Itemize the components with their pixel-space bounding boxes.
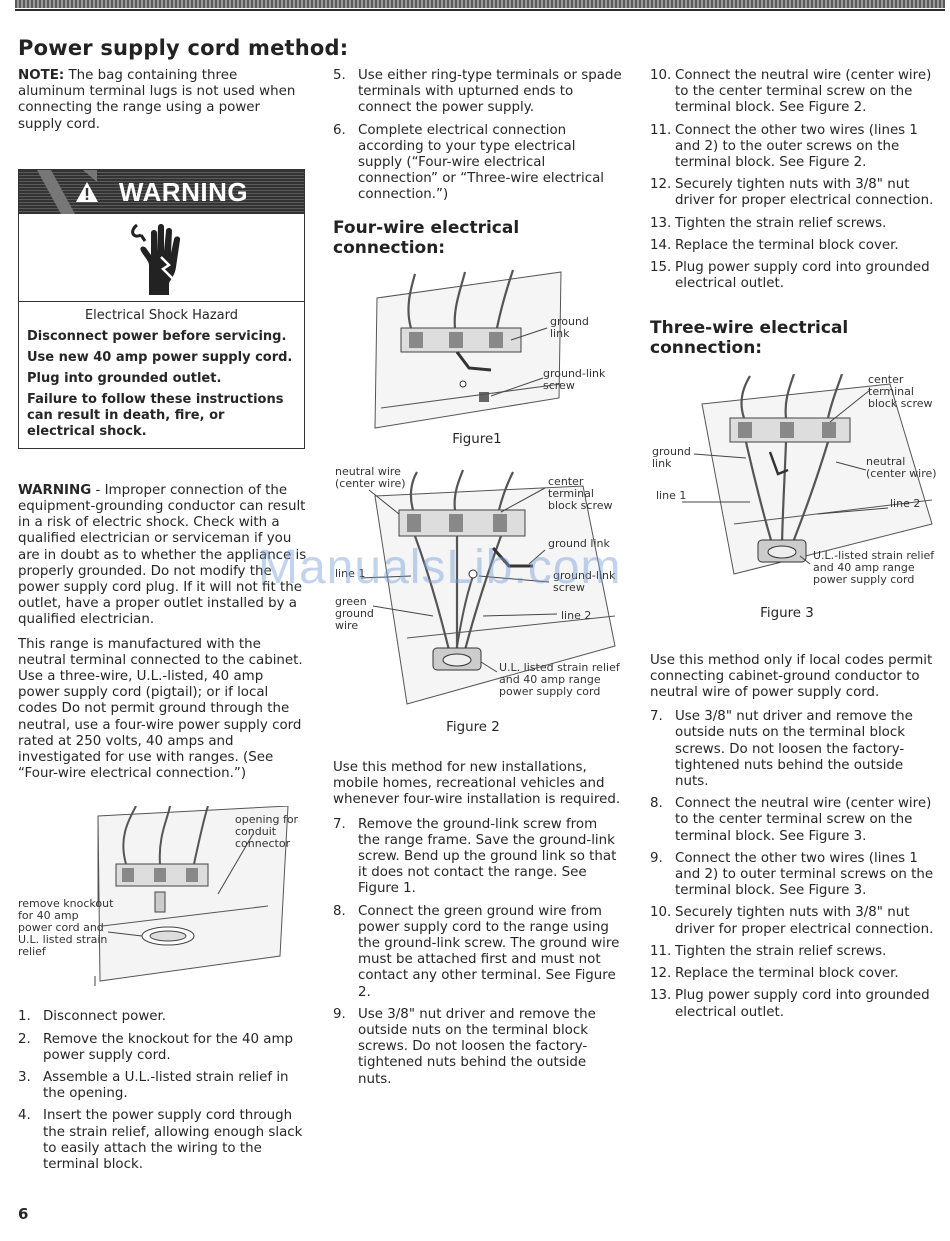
step-item: 11.Tighten the strain relief screws. (650, 943, 887, 959)
shock-hazard-icon (19, 214, 304, 302)
warning-stripe-icon (37, 169, 97, 214)
steps-list-2b: 7.Remove the ground-link screw from the … (333, 817, 623, 1088)
figure-2: neutral wire (center wire) center termin… (333, 464, 623, 718)
step-item: 12.Replace the terminal block cover. (650, 966, 899, 982)
step-item: 4.Insert the power supply cord through t… (18, 1108, 303, 1173)
green-ground-wire-label: green ground wire (335, 594, 374, 632)
hazard-title: Electrical Shock Hazard (84, 307, 239, 323)
warning-line: Use new 40 amp power supply cord. (27, 349, 293, 365)
step-item: 10.Connect the neutral wire (center wire… (650, 68, 932, 116)
strain-relief-label: U.L.-listed strain relief and 40 amp ran… (813, 549, 935, 587)
figure-3-diagram (682, 374, 933, 576)
figure-1: ground link ground-link screw (371, 268, 623, 438)
four-wire-paragraph: Use this method for new installations, m… (333, 760, 621, 808)
ground-link-screw-label: ground-link screw (543, 366, 606, 392)
figure-3: center terminal block screw ground link … (650, 374, 940, 604)
step-item: 9.Use 3/8" nut driver and remove the out… (333, 1006, 596, 1087)
knockout-figure: opening for conduit connector remove kno… (18, 806, 308, 991)
warning-title: WARNING (118, 176, 249, 207)
four-wire-heading: Four-wire electrical connection: (333, 217, 520, 258)
warning-paragraph: WARNING - Improper connection of the equ… (18, 482, 307, 628)
knockout-diagram (94, 806, 289, 987)
warning-line: Failure to follow these instructions can… (27, 391, 284, 439)
three-wire-paragraph: Use this method only if local codes perm… (650, 652, 933, 701)
step-item: 9.Connect the other two wires (lines 1 a… (650, 850, 934, 899)
range-info-paragraph: This range is manufactured with the neut… (18, 636, 303, 782)
warning-line: Plug into grounded outlet. (27, 370, 222, 386)
page-number: 6 (18, 1205, 29, 1223)
warning-body: Electrical Shock Hazard Disconnect power… (19, 302, 304, 448)
step-item: 2.Remove the knockout for the 40 amp pow… (18, 1031, 294, 1063)
line-2-label: line 2 (561, 608, 592, 622)
line-2-label: line 2 (890, 497, 921, 511)
knockout-label: remove knockout for 40 amp power cord an… (18, 897, 114, 959)
warning-header: WARNING (19, 169, 304, 214)
note-paragraph: NOTE: The bag containing three aluminum … (18, 68, 296, 132)
warning-triangle-icon (75, 181, 98, 202)
steps-list-1: 1.Disconnect power. 2.Remove the knockou… (18, 1009, 308, 1173)
step-item: 1.Disconnect power. (18, 1009, 167, 1025)
step-item: 3.Assemble a U.L.-listed strain relief i… (18, 1070, 289, 1102)
steps-list-2a: 5.Use either ring-type terminals or spad… (333, 68, 623, 204)
figure-1-caption: Figure1 (452, 431, 502, 447)
column-2: 5.Use either ring-type terminals or spad… (333, 68, 623, 1094)
step-item: 7.Use 3/8" nut driver and remove the out… (650, 709, 913, 790)
center-screw-label: center terminal block screw (868, 373, 933, 411)
ground-link-label: ground link (550, 314, 589, 340)
step-item: 11.Connect the other two wires (lines 1 … (650, 122, 918, 171)
warning-line: Disconnect power before servicing. (27, 328, 287, 344)
step-item: 8.Connect the green ground wire from pow… (333, 903, 620, 1000)
figure-3-caption: Figure 3 (760, 606, 814, 622)
steps-list-3a: 10.Connect the neutral wire (center wire… (650, 68, 940, 292)
neutral-wire-label: neutral wire (center wire) (335, 464, 406, 490)
line-1-label: line 1 (656, 489, 687, 503)
step-item: 7.Remove the ground-link screw from the … (333, 816, 617, 897)
line-1-label: line 1 (335, 566, 366, 580)
step-item: 15.Plug power supply cord into grounded … (650, 260, 930, 292)
step-item: 10.Securely tighten nuts with 3/8" nut d… (650, 905, 934, 937)
step-item: 6.Complete electrical connection accordi… (333, 122, 605, 203)
steps-list-3b: 7.Use 3/8" nut driver and remove the out… (650, 709, 940, 1020)
step-item: 8.Connect the neutral wire (center wire)… (650, 796, 932, 844)
step-item: 13.Tighten the strain relief screws. (650, 215, 887, 231)
step-item: 13.Plug power supply cord into grounded … (650, 988, 930, 1020)
ground-link-screw-label: ground-link screw (553, 568, 616, 594)
step-item: 12.Securely tighten nuts with 3/8" nut d… (650, 177, 934, 209)
figure-1-diagram (374, 269, 562, 429)
three-wire-heading: Three-wire electrical connection: (650, 318, 849, 359)
center-screw-label: center terminal block screw (548, 474, 613, 512)
warning-box: WARNING Electrical Shock Hazard Disconne… (18, 168, 305, 449)
page-title: Power supply cord method: (18, 36, 349, 60)
opening-label: opening for conduit connector (235, 813, 299, 851)
strain-relief-label: U.L. listed strain relief and 40 amp ran… (499, 660, 620, 698)
figure-2-caption: Figure 2 (446, 719, 500, 735)
header-rule (15, 0, 945, 32)
column-1: NOTE: The bag containing three aluminum … (18, 68, 308, 1179)
column-3: 10.Connect the neutral wire (center wire… (650, 68, 940, 1027)
step-item: 5.Use either ring-type terminals or spad… (333, 68, 622, 116)
step-item: 14.Replace the terminal block cover. (650, 237, 899, 253)
figure-2-diagram (360, 469, 616, 705)
ground-link-label: ground link (548, 536, 610, 550)
ground-link-label: ground link (652, 445, 691, 471)
neutral-label: neutral (center wire) (866, 455, 937, 481)
